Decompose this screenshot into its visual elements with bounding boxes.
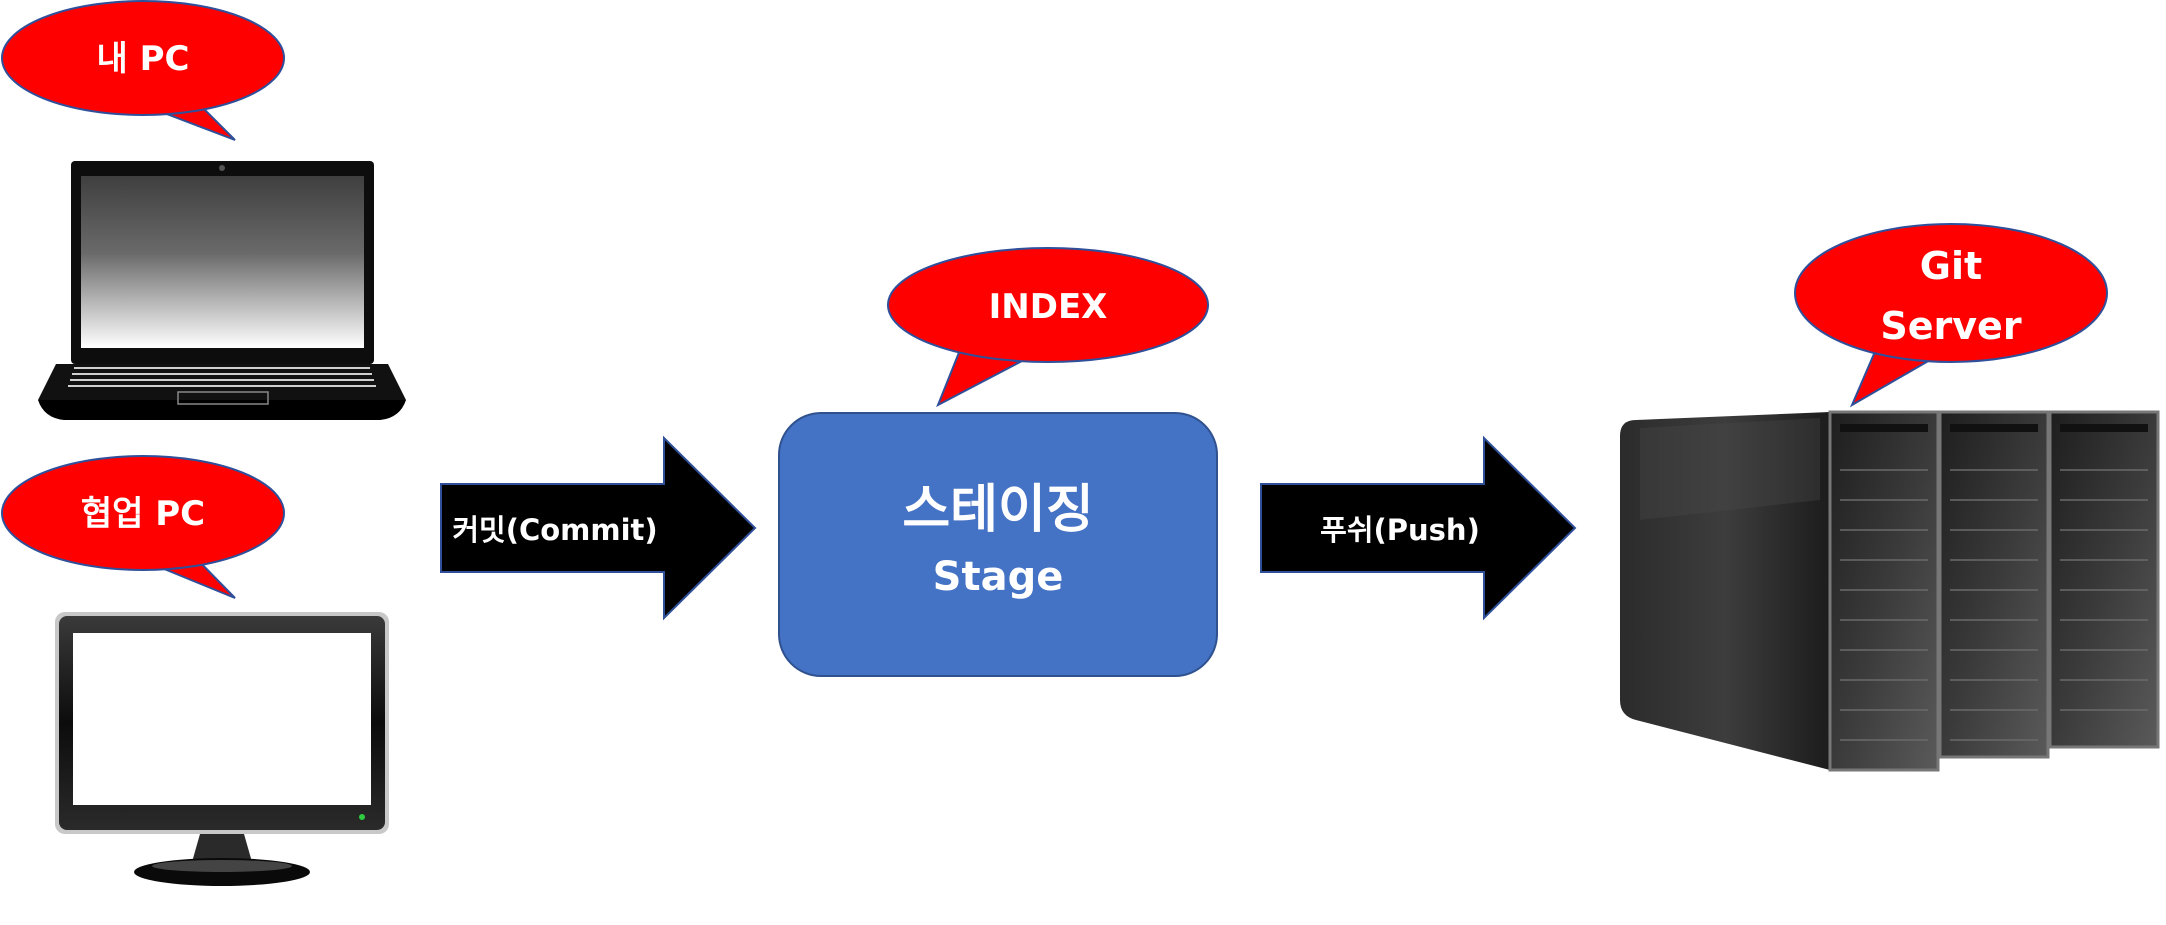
index-label: INDEX <box>989 287 1108 327</box>
monitor-icon <box>55 612 389 886</box>
push-arrow: 푸쉬(Push) <box>1260 435 1577 621</box>
server-unit-1 <box>1828 410 1940 772</box>
push-label: 푸쉬(Push) <box>1320 513 1480 547</box>
git-server-bubble: Git Server <box>1794 223 2108 408</box>
my-pc-label: 내 PC <box>97 39 190 79</box>
commit-arrow: 커밋(Commit) <box>440 435 757 621</box>
index-bubble: INDEX <box>887 247 1209 408</box>
server-unit-2 <box>1938 410 2050 759</box>
server-icon <box>1620 410 2160 772</box>
collab-pc-label: 협업 PC <box>81 494 205 534</box>
my-pc-bubble: 내 PC <box>1 0 285 141</box>
stage-box: 스테이징 Stage <box>778 412 1218 677</box>
git-server-label-line1: Git <box>1920 244 1982 288</box>
stage-korean-label: 스테이징 <box>902 480 1093 540</box>
collab-pc-bubble: 협업 PC <box>1 455 285 599</box>
git-server-label-line2: Server <box>1880 304 2021 348</box>
stage-english-label: Stage <box>933 554 1064 600</box>
server-unit-3 <box>2048 410 2160 749</box>
commit-label: 커밋(Commit) <box>452 513 657 547</box>
laptop-icon <box>38 161 406 420</box>
